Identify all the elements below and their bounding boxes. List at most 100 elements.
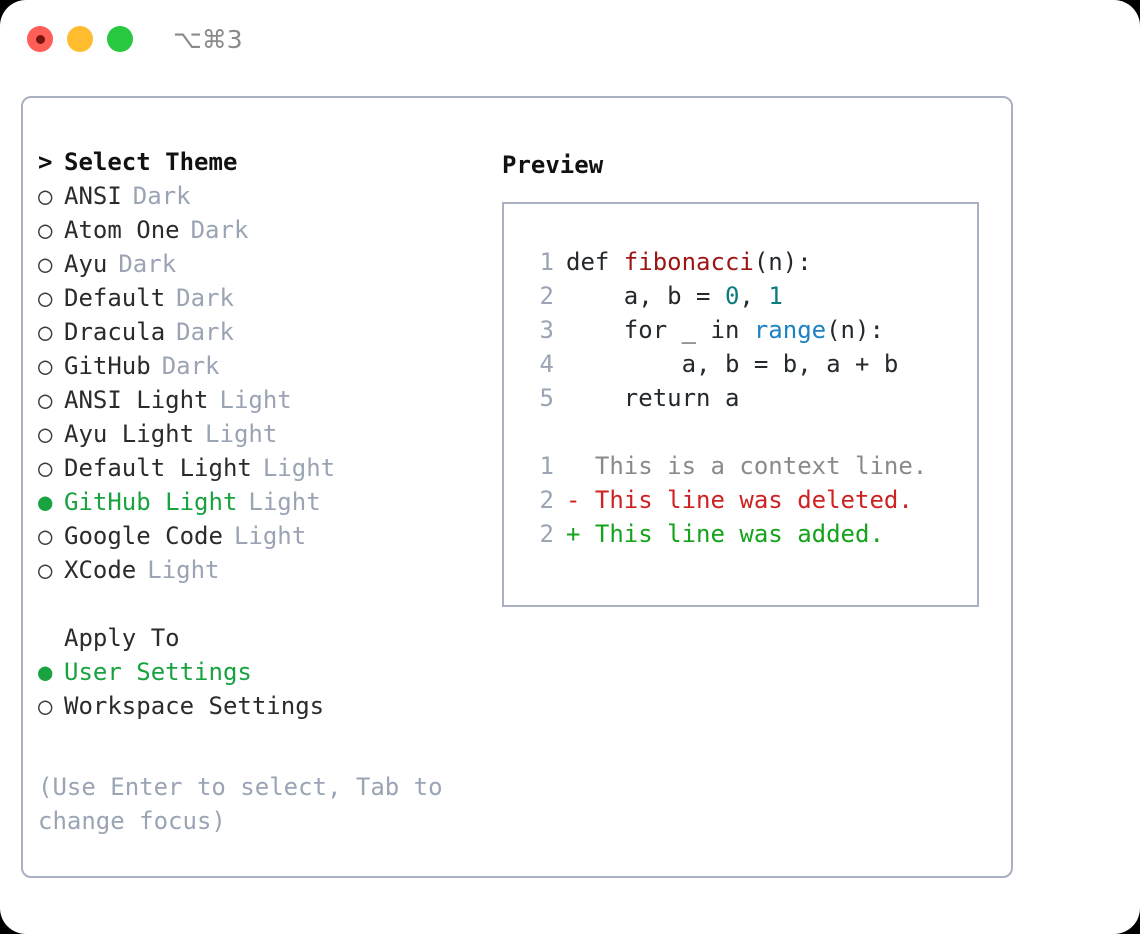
theme-option-default[interactable]: ○ Default Dark [38, 284, 488, 318]
title-bar: ⌥⌘3 [0, 0, 1140, 78]
theme-name: Ayu Light [64, 420, 195, 448]
section-spacer [38, 590, 488, 624]
theme-tag: Dark [161, 352, 220, 380]
theme-name: Default [64, 284, 166, 312]
apply-to-header: • Apply To [38, 624, 488, 658]
radio-icon[interactable]: ○ [38, 692, 53, 720]
line-number: 4 [539, 350, 554, 378]
radio-icon[interactable]: ○ [38, 284, 53, 312]
radio-icon[interactable]: ○ [38, 522, 53, 550]
radio-icon[interactable]: ○ [38, 556, 53, 584]
preview-box: 1 def fibonacci (n): 2 a, b = 0 , 1 3 [502, 202, 979, 607]
select-theme-header: > Select Theme [38, 148, 488, 182]
code-token-function: fibonacci [623, 248, 754, 276]
preview-column: Preview 1 def fibonacci (n): 2 a, b = 0 … [502, 148, 1002, 607]
code-token: a, b = [566, 282, 725, 310]
line-number: 2 [539, 486, 554, 514]
diff-line-deleted: 2 - This line was deleted. [524, 486, 977, 520]
code-token: (n): [826, 316, 884, 344]
radio-selected-icon[interactable]: ● [38, 658, 53, 686]
theme-name: ANSI [64, 182, 122, 210]
code-token: def [566, 248, 624, 276]
theme-option-default-light[interactable]: ○ Default Light Light [38, 454, 488, 488]
theme-option-atom-one[interactable]: ○ Atom One Dark [38, 216, 488, 250]
theme-option-ansi[interactable]: ○ ANSI Dark [38, 182, 488, 216]
diff-text: This line was deleted. [594, 486, 913, 514]
theme-option-ansi-light[interactable]: ○ ANSI Light Light [38, 386, 488, 420]
radio-icon[interactable]: ○ [38, 386, 53, 414]
diff-sign: + [566, 520, 595, 548]
diff-line-context: 1 This is a context line. [524, 452, 977, 486]
line-number: 2 [539, 282, 554, 310]
theme-tag: Light [262, 454, 336, 482]
keyboard-shortcut-label: ⌥⌘3 [173, 24, 243, 54]
radio-icon[interactable]: ○ [38, 216, 53, 244]
apply-to-title: Apply To [64, 624, 180, 652]
theme-option-dracula[interactable]: ○ Dracula Dark [38, 318, 488, 352]
diff-text: This is a context line. [594, 452, 928, 480]
caret-icon: > [38, 148, 53, 176]
select-theme-title: Select Theme [64, 148, 238, 176]
diff-sign: - [566, 486, 595, 514]
diff-line-added: 2 + This line was added. [524, 520, 977, 554]
line-number: 1 [539, 248, 554, 276]
theme-option-github-light[interactable]: ● GitHub Light Light [38, 488, 488, 522]
apply-to-option-user-settings[interactable]: ● User Settings [38, 658, 488, 692]
theme-tag: Dark [176, 284, 234, 312]
radio-icon[interactable]: ○ [38, 318, 53, 346]
maximize-button-icon[interactable] [107, 26, 133, 52]
theme-name: Google Code [64, 522, 223, 550]
theme-tag: Dark [190, 216, 249, 244]
theme-tag: Dark [118, 250, 177, 278]
line-number: 5 [539, 384, 554, 412]
line-number: 1 [539, 452, 554, 480]
preview-heading: Preview [502, 151, 604, 179]
theme-name: ANSI Light [64, 386, 209, 414]
code-line: 4 a, b = b, a + b [524, 350, 977, 384]
minimize-button-icon[interactable] [67, 26, 93, 52]
radio-selected-icon[interactable]: ● [38, 488, 53, 516]
line-number: 3 [539, 316, 554, 344]
diff-text: This line was added. [594, 520, 884, 548]
theme-tag: Dark [176, 318, 234, 346]
close-button-icon[interactable] [27, 26, 53, 52]
theme-option-github[interactable]: ○ GitHub Dark [38, 352, 488, 386]
code-token-number: 1 [768, 282, 783, 310]
diff-sign [566, 452, 595, 480]
code-line: 1 def fibonacci (n): [524, 248, 977, 282]
code-blank-line [524, 418, 977, 452]
main-panel: > Select Theme ○ ANSI Dark ○ Atom One Da… [21, 96, 1013, 878]
apply-to-option-workspace-settings[interactable]: ○ Workspace Settings [38, 692, 488, 726]
theme-name: XCode [64, 556, 137, 584]
code-token: , [739, 282, 769, 310]
theme-name: Atom One [64, 216, 180, 244]
code-token: (n): [753, 248, 812, 276]
radio-icon[interactable]: ○ [38, 182, 53, 210]
theme-name: Dracula [64, 318, 166, 346]
apply-to-option-label: Workspace Settings [64, 692, 325, 720]
radio-icon[interactable]: ○ [38, 420, 53, 448]
theme-tag: Light [219, 386, 292, 414]
theme-picker-column: > Select Theme ○ ANSI Dark ○ Atom One Da… [38, 148, 488, 838]
theme-name: Ayu [64, 250, 108, 278]
radio-icon[interactable]: ○ [38, 454, 53, 482]
theme-tag: Dark [132, 182, 191, 210]
theme-option-ayu-light[interactable]: ○ Ayu Light Light [38, 420, 488, 454]
blank-marker-icon: • [38, 624, 64, 652]
code-token-number: 0 [724, 282, 740, 310]
theme-option-xcode[interactable]: ○ XCode Light [38, 556, 488, 590]
code-token-call: range [753, 316, 827, 344]
theme-tag: Light [233, 522, 307, 550]
radio-icon[interactable]: ○ [38, 250, 53, 278]
code-token: a, b = b, a + b [566, 350, 899, 378]
theme-option-google-code[interactable]: ○ Google Code Light [38, 522, 488, 556]
code-line: 2 a, b = 0 , 1 [524, 282, 977, 316]
theme-tag: Light [248, 488, 321, 516]
radio-icon[interactable]: ○ [38, 352, 53, 380]
theme-name: GitHub [64, 352, 151, 380]
theme-option-ayu[interactable]: ○ Ayu Dark [38, 250, 488, 284]
theme-name: Default Light [64, 454, 252, 482]
theme-tag: Light [147, 556, 220, 584]
code-token: return a [566, 384, 740, 412]
